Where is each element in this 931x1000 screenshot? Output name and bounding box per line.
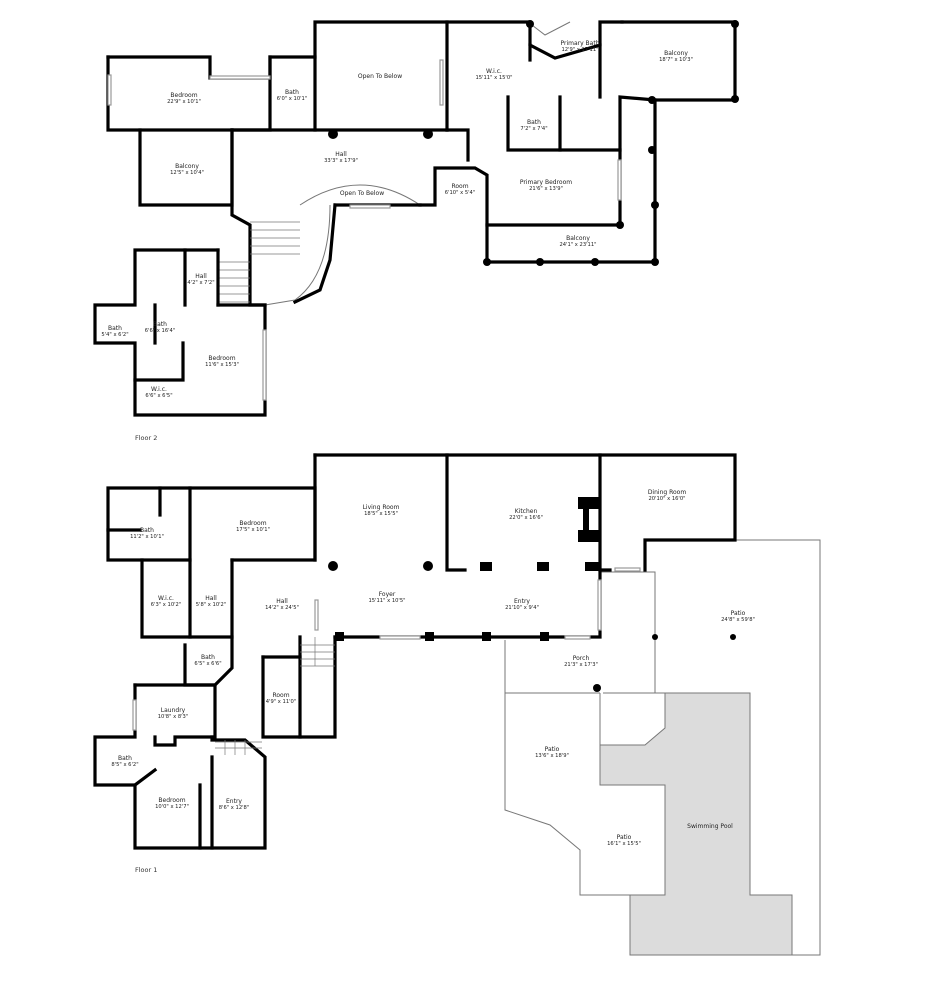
room-dims: 15'11" x 15'0" [475,75,512,81]
room-name: Living Room [363,504,400,511]
room-name: Room [272,692,289,699]
room-name: Bedroom [170,92,197,99]
room-name: Balcony [566,235,590,242]
room-name: Balcony [175,163,199,170]
room-dims: 8'5" x 6'2" [111,762,138,768]
room-dims: 8'6" x 12'8" [219,805,250,811]
room-name: Primary Bath [560,40,599,47]
room-dims: 6'6" x 16'4" [145,328,176,334]
room-dims: 16'1" x 15'5" [607,841,641,847]
room-dims: 21'6" x 13'9" [529,186,563,192]
room-name: Bath [140,527,154,534]
room-name: Bath [527,119,541,126]
room-dims: 22'9" x 10'1" [167,99,201,105]
room-name: Porch [573,655,590,662]
room-name: Hall [205,595,217,602]
floor-label: Floor 1 [135,866,157,874]
room-name: Foyer [379,591,396,598]
room-name: Primary Bedroom [520,179,572,186]
room-name: W.i.c. [486,68,502,75]
room-name: Bedroom [158,797,185,804]
room-name: Bath [153,321,167,328]
room-dims: 6'10" x 5'4" [445,190,476,196]
room-dims: 22'0" x 16'6" [509,515,543,521]
room-name: Swimming Pool [687,823,733,830]
room-dims: 10'0" x 12'7" [155,804,189,810]
room-dims: 4'9" x 11'0" [266,699,297,705]
floor-2: Bedroom 22'9" x 10'1" Bath 6'0" x 10'1" … [93,20,739,442]
room-dims: 6'0" x 10'1" [277,96,308,102]
room-name: Laundry [161,707,186,714]
room-name: Hall [195,273,207,280]
room-dims: 24'8" x 59'8" [721,617,755,623]
room-name: W.i.c. [151,386,167,393]
room-dims: 5'4" x 6'2" [101,332,128,338]
room-dims: 7'2" x 7'4" [520,126,547,132]
room-dims: 21'10" x 9'4" [505,605,539,611]
room-name: Kitchen [515,508,538,515]
room-name: Balcony [664,50,688,57]
room-dims: 24'1" x 23'11" [559,242,596,248]
room-dims: 11'6" x 15'3" [205,362,239,368]
room-name: Open To Below [340,190,384,197]
room-dims: 33'3" x 17'9" [324,158,358,164]
room-name: Bath [108,325,122,332]
room-name: Bath [285,89,299,96]
room-dims: 11'2" x 10'1" [130,534,164,540]
room-dims: 13'6" x 18'9" [535,753,569,759]
room-name: Patio [617,834,632,841]
room-dims: 10'8" x 8'3" [158,714,189,720]
room-dims: 6'3" x 10'2" [151,602,182,608]
room-dims: 4'2" x 7'2" [187,280,214,286]
floor-label: Floor 2 [135,434,157,442]
room-dims: 6'5" x 6'6" [194,661,221,667]
room-name: Bath [201,654,215,661]
room-name: Bath [118,755,132,762]
room-name: W.i.c. [158,595,174,602]
room-name: Patio [731,610,746,617]
room-dims: 12'5" x 10'4" [170,170,204,176]
floor-1: Bath 11'2" x 10'1" Bedroom 17'5" x 10'1"… [93,453,821,956]
room-name: Bedroom [208,355,235,362]
room-dims: 14'2" x 24'5" [265,605,299,611]
room-name: Hall [335,151,347,158]
room-name: Patio [545,746,560,753]
room-dims: 21'3" x 17'3" [564,662,598,668]
room-dims: 15'11" x 10'5" [368,598,405,604]
room-name: Bedroom [239,520,266,527]
room-name: Open To Below [358,73,402,80]
room-dims: 6'6" x 6'5" [145,393,172,399]
room-name: Room [451,183,468,190]
room-dims: 17'5" x 10'1" [236,527,270,533]
room-dims: 18'5" x 15'5" [364,511,398,517]
room-name: Dining Room [648,489,687,496]
room-name: Entry [514,598,530,605]
room-name: Entry [226,798,242,805]
room-dims: 20'10" x 16'0" [648,496,685,502]
room-name: Hall [276,598,288,605]
room-dims: 18'7" x 10'3" [659,57,693,63]
room-dims: 5'8" x 10'2" [196,602,227,608]
room-dims: 12'9" x 17'11" [561,47,598,53]
